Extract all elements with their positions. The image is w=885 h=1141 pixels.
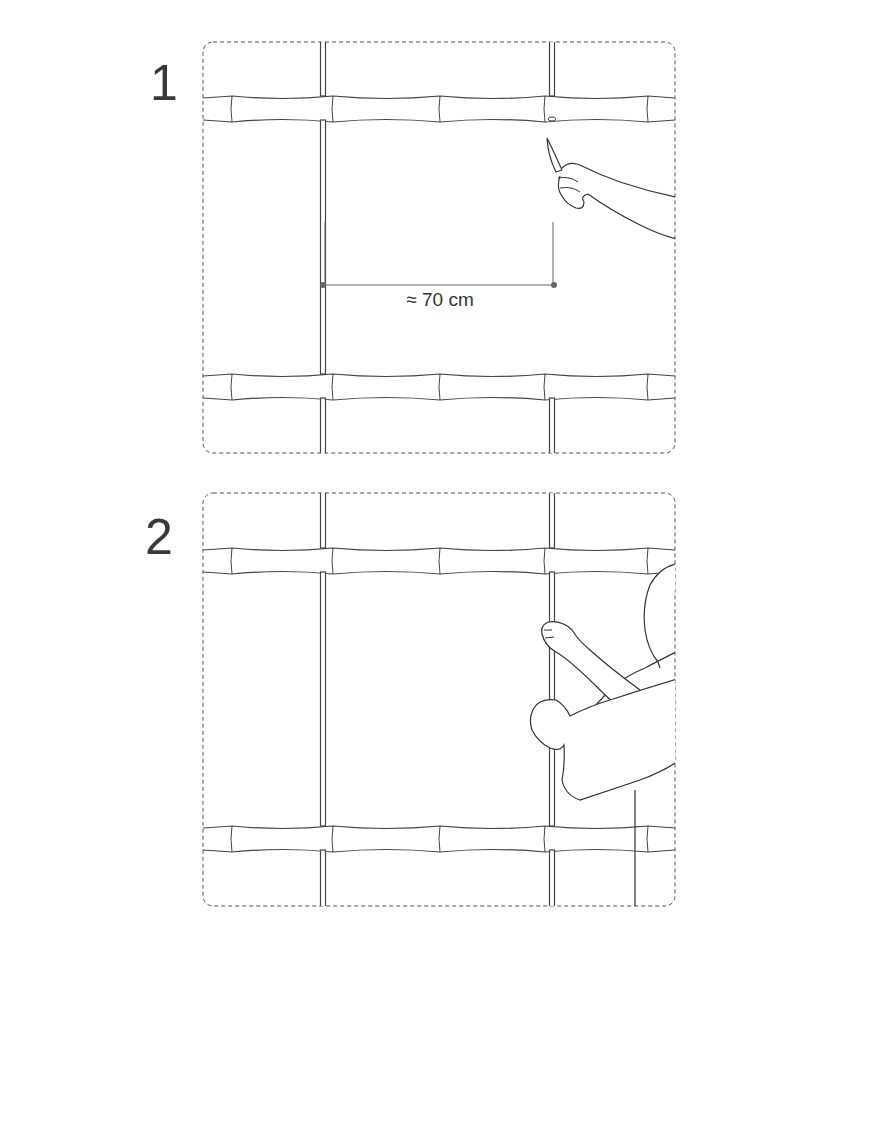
panel-1-drawing bbox=[203, 42, 675, 453]
panel-2-drawing bbox=[203, 493, 675, 906]
panel-frame bbox=[203, 42, 675, 453]
panel-frame bbox=[203, 493, 675, 906]
dimension-label: ≈ 70 cm bbox=[403, 290, 476, 309]
step-number: 1 bbox=[150, 58, 178, 108]
step-number: 2 bbox=[145, 512, 173, 562]
